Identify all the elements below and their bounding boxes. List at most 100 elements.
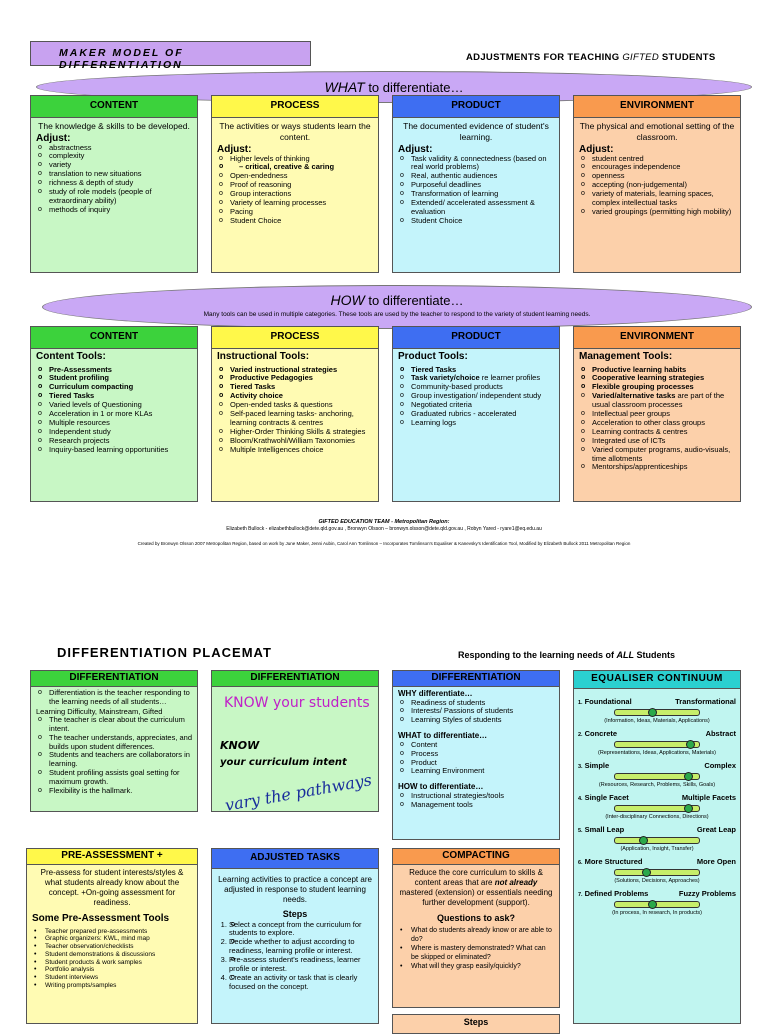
- tools-heading: Content Tools:: [36, 351, 106, 362]
- card-description: The physical and emotional setting of th…: [579, 121, 735, 142]
- steps-heading: Steps: [282, 909, 308, 919]
- equaliser-slider[interactable]: [614, 836, 700, 845]
- list-item: richness & depth of study: [36, 178, 192, 188]
- pre-assessment-card: PRE-ASSESSMENT + Pre-assess for student …: [26, 848, 198, 1024]
- tools-list: Pre-Assessments Student profiling Curric…: [36, 365, 192, 455]
- equaliser-slider-knob[interactable]: [647, 708, 657, 717]
- list-item: Learning Styles of students: [398, 715, 554, 725]
- list-item: student centred: [579, 154, 735, 164]
- list-item: Cooperative learning strategies: [579, 374, 735, 384]
- card-description: The knowledge & skills to be developed.: [38, 121, 190, 131]
- equaliser-slider[interactable]: [614, 900, 700, 909]
- placemat-differentiation-card-3: DIFFERENTIATION WHY differentiate… Readi…: [392, 670, 560, 840]
- step-item: Decide whether to adjust according to re…: [229, 937, 373, 956]
- equaliser-slider[interactable]: [614, 740, 700, 749]
- list-item: Instructional strategies/tools: [398, 791, 554, 801]
- how-product-card: PRODUCT Product Tools: Tiered Tasks Task…: [392, 326, 560, 502]
- list-item: Intellectual peer groups: [579, 409, 735, 419]
- adjust-label: Adjust:: [579, 144, 614, 155]
- list-item: Flexibility is the hallmark.: [36, 786, 192, 796]
- list-item: Student profiling assists goal setting f…: [36, 768, 192, 787]
- list-item: Student profiling: [36, 374, 192, 384]
- list-item: variety of materials, learning spaces, c…: [579, 189, 735, 208]
- list-item: Graduated rubrics - accelerated: [398, 409, 554, 419]
- placemat-differentiation-card-2: DIFFERENTIATION KNOW your students KNOW …: [211, 670, 379, 815]
- equaliser-slider[interactable]: [614, 804, 700, 813]
- equaliser-number: 3.: [578, 764, 583, 770]
- list-item: Higher-Order Thinking Skills & strategie…: [217, 427, 373, 437]
- list-item: Product: [398, 758, 554, 768]
- step-item: Pre-assess student's readiness, learner …: [229, 955, 373, 974]
- equaliser-right-label: More Open: [696, 857, 736, 866]
- equaliser-left-label: Defined Problems: [584, 889, 649, 898]
- card-header: EQUALISER CONTINUUM: [574, 671, 740, 689]
- list-item: openness: [579, 171, 735, 181]
- list-item: Pre-Assessments: [36, 365, 192, 375]
- adjust-label: Adjust:: [217, 144, 252, 155]
- equaliser-caption: (In process, In research, In products): [612, 910, 702, 916]
- list-item: Tiered Tasks: [217, 382, 373, 392]
- list-item: Student Choice: [398, 216, 554, 226]
- questions-list: What do students already know or are abl…: [398, 926, 554, 971]
- list-item: Pacing: [217, 207, 373, 217]
- list-item: Transformation of learning: [398, 189, 554, 199]
- list-item: abstractness: [36, 143, 192, 153]
- placemat-title: DIFFERENTIATION PLACEMAT: [57, 645, 272, 660]
- list-item: Inquiry-based learning opportunities: [36, 445, 192, 455]
- card-header: PRODUCT: [393, 327, 559, 349]
- list-item: translation to new situations: [36, 169, 192, 179]
- equaliser-slider-knob[interactable]: [683, 804, 693, 813]
- diff-list: The teacher is clear about the curriculu…: [36, 715, 192, 796]
- equaliser-left-label: Concrete: [584, 729, 618, 738]
- equaliser-slider-knob[interactable]: [647, 900, 657, 909]
- list-item: Research projects: [36, 436, 192, 446]
- equaliser-slider-knob[interactable]: [639, 836, 649, 845]
- list-item: Differentiation is the teacher respondin…: [36, 688, 192, 707]
- equaliser-left-label: Simple: [584, 761, 610, 770]
- how-banner: HOW to differentiate… Many tools can be …: [42, 285, 752, 329]
- steps-list: Select a concept from the curriculum for…: [217, 920, 373, 992]
- equaliser-slider[interactable]: [614, 868, 700, 877]
- list-item: Where is mastery demonstrated? What can …: [398, 944, 554, 962]
- list-item: Productive Pedagogies: [217, 374, 373, 384]
- card-header: DIFFERENTIATION: [212, 671, 378, 687]
- list-item: Process: [398, 749, 554, 759]
- equaliser-slider[interactable]: [614, 772, 700, 781]
- list-item: Community-based products: [398, 382, 554, 392]
- list-item: The teacher is clear about the curriculu…: [36, 715, 192, 734]
- equaliser-slider-knob[interactable]: [641, 868, 651, 877]
- list-item: Extended/ accelerated assessment & evalu…: [398, 198, 554, 217]
- equaliser-caption: (Representations, Ideas, Applications, M…: [597, 750, 716, 756]
- how-list: Instructional strategies/tools Managemen…: [398, 791, 554, 810]
- list-item: Multiple Intelligences choice: [217, 445, 373, 455]
- equaliser-slider[interactable]: [614, 708, 700, 717]
- why-list: Readiness of students Interests/ Passion…: [398, 698, 554, 726]
- equaliser-caption: (Application, Insight, Transfer): [620, 846, 694, 852]
- card-header: CONTENT: [31, 327, 197, 349]
- equaliser-right-label: Multiple Facets: [681, 793, 736, 802]
- list-item: Student demonstrations & discussions: [32, 951, 192, 959]
- tools-heading: Product Tools:: [398, 351, 468, 362]
- list-item: Open-ended tasks & questions: [217, 400, 373, 410]
- diff-list: Differentiation is the teacher respondin…: [36, 688, 192, 707]
- what-environment-card: ENVIRONMENT The physical and emotional s…: [573, 95, 741, 273]
- equaliser-slider-knob[interactable]: [685, 740, 695, 749]
- know-text: KNOW: [220, 739, 260, 752]
- list-item: Interests/ Passions of students: [398, 707, 554, 717]
- card-description: Learning activities to practice a concep…: [218, 875, 372, 904]
- adjust-list: Higher levels of thinking – critical, cr…: [217, 154, 373, 226]
- equaliser-right-label: Transformational: [675, 697, 736, 706]
- why-heading: WHY differentiate…: [398, 689, 473, 698]
- list-item: Self-paced learning tasks- anchoring, le…: [217, 409, 373, 428]
- list-item: Teacher observation/checklists: [32, 943, 192, 951]
- equaliser-slider-knob[interactable]: [683, 772, 693, 781]
- equaliser-caption: (Information, Ideas, Materials, Applicat…: [604, 718, 710, 724]
